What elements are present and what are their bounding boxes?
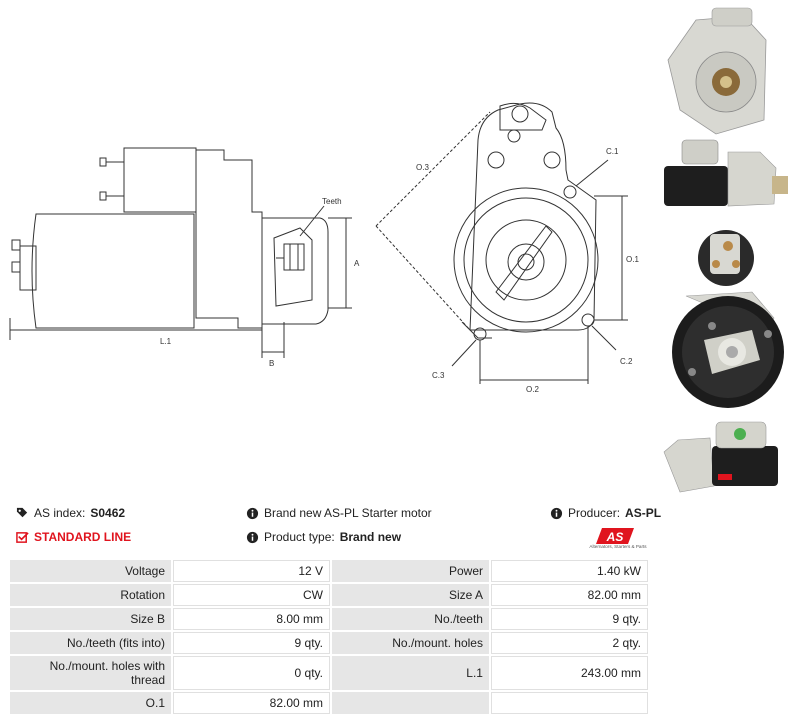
info-icon <box>246 507 259 519</box>
spec-label: Power <box>332 560 489 582</box>
product-type-value: Brand new <box>339 530 402 544</box>
label-c2: C.2 <box>620 357 633 366</box>
product-photo-drive-end <box>672 291 784 408</box>
spec-label <box>332 692 489 714</box>
standard-line-label: STANDARD LINE <box>34 530 132 544</box>
label-o2: O.2 <box>526 385 539 394</box>
producer-label: Producer: <box>568 506 621 520</box>
spec-label: Size A <box>332 584 489 606</box>
spec-label: No./teeth <box>332 608 489 630</box>
spec-value: 82.00 mm <box>173 692 330 714</box>
as-index-value: S0462 <box>90 506 126 520</box>
spec-label: Size B <box>10 608 172 630</box>
as-index-label: AS index: <box>34 506 86 520</box>
product-info: AS index: S0462 STANDARD LINE Brand new … <box>16 502 784 554</box>
label-a: A <box>354 259 360 268</box>
spec-label: No./mount. holes with thread <box>10 656 172 690</box>
spec-value: 8.00 mm <box>173 608 330 630</box>
product-photo-front <box>667 7 767 135</box>
logo-tagline: Alternators, Starters & Parts <box>589 544 647 549</box>
starter-side-view <box>11 147 329 329</box>
label-teeth: Teeth <box>322 197 342 206</box>
product-photo-assembled <box>663 421 778 493</box>
table-row: No./mount. holes with thread 0 qty. L.1 … <box>10 656 648 690</box>
as-pl-logo: AS <box>596 528 634 544</box>
product-photos <box>663 7 788 493</box>
label-c3: C.3 <box>432 371 445 380</box>
label-o3: O.3 <box>416 163 429 172</box>
spec-value: CW <box>173 584 330 606</box>
spec-value: 82.00 mm <box>490 584 648 606</box>
checkbox-icon <box>16 531 29 543</box>
product-type-label: Product type: <box>264 530 335 544</box>
spec-value: 1.40 kW <box>490 560 648 582</box>
spec-label: No./mount. holes <box>332 632 489 654</box>
label-b: B <box>269 359 274 368</box>
spec-value: 9 qty. <box>490 608 648 630</box>
logo-mark: AS <box>606 530 624 544</box>
spec-value: 9 qty. <box>173 632 330 654</box>
table-row: Size B 8.00 mm No./teeth 9 qty. <box>10 608 648 630</box>
label-l1: L.1 <box>160 337 172 346</box>
spec-value: 243.00 mm <box>490 656 648 690</box>
spec-label: Voltage <box>10 560 172 582</box>
starter-front-view <box>451 102 617 367</box>
producer-value: AS-PL <box>625 506 662 520</box>
spec-value: 2 qty. <box>490 632 648 654</box>
specs-table: Voltage 12 V Power 1.40 kW Rotation CW S… <box>8 558 650 716</box>
product-photo-rear <box>698 230 754 286</box>
table-row: Rotation CW Size A 82.00 mm <box>10 584 648 606</box>
tags-icon <box>16 507 28 517</box>
as-index-row: AS index: S0462 <box>16 506 125 520</box>
standard-line-row: STANDARD LINE <box>16 530 131 544</box>
spec-label: O.1 <box>10 692 172 714</box>
label-c1: C.1 <box>606 147 619 156</box>
label-o1: O.1 <box>626 255 639 264</box>
table-row: Voltage 12 V Power 1.40 kW <box>10 560 648 582</box>
spec-value: 12 V <box>173 560 330 582</box>
product-type-row: Product type: Brand new <box>246 530 401 544</box>
info-icon <box>246 531 259 543</box>
producer-row: Producer: AS-PL <box>550 506 661 520</box>
technical-drawing: Teeth A B L.1 O.1 O.2 O.3 C.1 C.2 C.3 <box>9 102 639 394</box>
info-icon <box>550 507 563 519</box>
description-row: Brand new AS-PL Starter motor <box>246 506 432 520</box>
table-row: No./teeth (fits into) 9 qty. No./mount. … <box>10 632 648 654</box>
spec-label: No./teeth (fits into) <box>10 632 172 654</box>
table-row: O.1 82.00 mm <box>10 692 648 714</box>
spec-label: L.1 <box>332 656 489 690</box>
spec-value: 0 qty. <box>173 656 330 690</box>
spec-label: Rotation <box>10 584 172 606</box>
spec-value <box>490 692 648 714</box>
description-text: Brand new AS-PL Starter motor <box>264 506 432 520</box>
product-photo-side <box>664 139 788 207</box>
